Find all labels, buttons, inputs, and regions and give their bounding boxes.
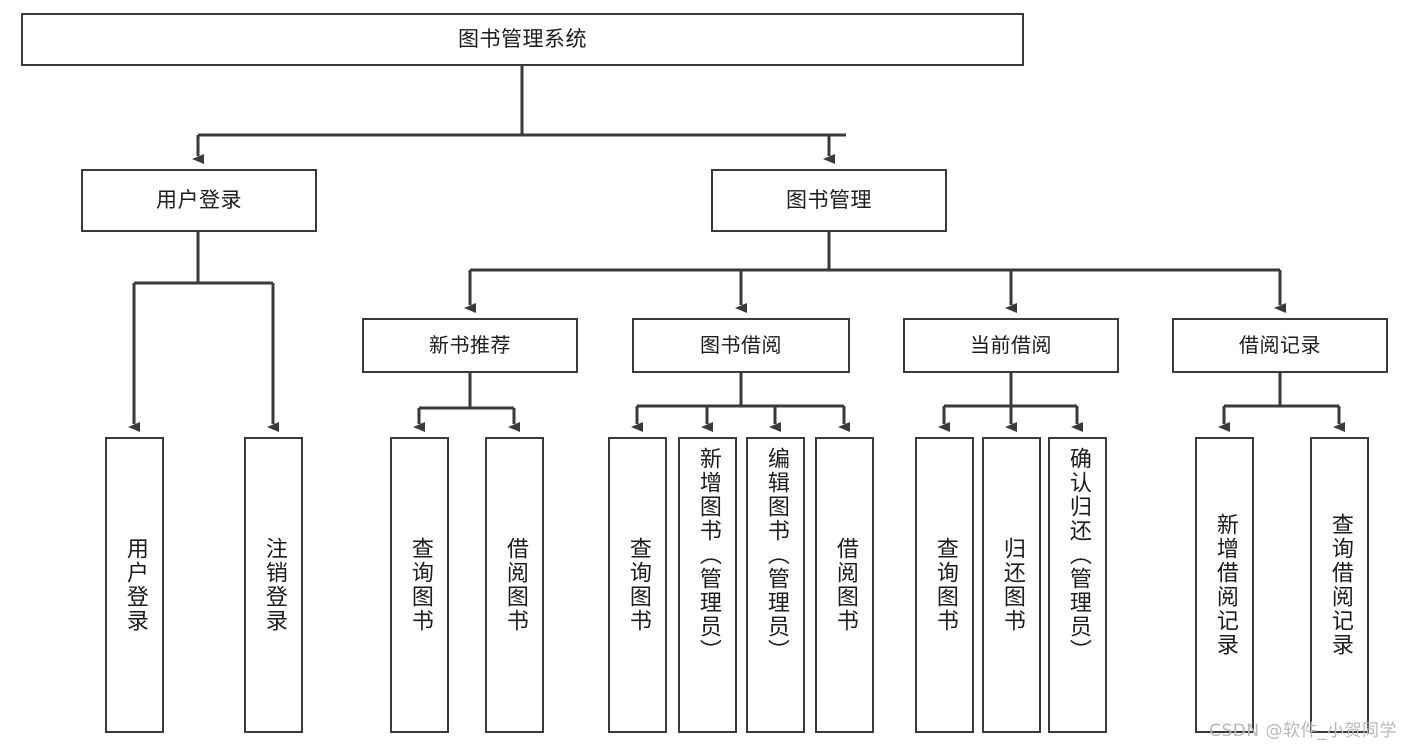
node-label: 归还图书 (999, 537, 1025, 633)
node-book-management[interactable]: 图书管理 (711, 169, 947, 232)
leaf-new-book-query[interactable]: 查询图书 (390, 437, 449, 733)
leaf-book-borrow-query[interactable]: 查询图书 (608, 437, 667, 733)
leaf-user-login-logout[interactable]: 注销登录 (244, 437, 303, 733)
node-label: 查询图书 (407, 537, 433, 633)
node-label: 新增借阅记录 (1212, 513, 1238, 657)
node-label: 借阅图书 (832, 537, 858, 633)
leaf-borrow-record-query[interactable]: 查询借阅记录 (1310, 437, 1369, 733)
node-label: 新增图书（管理员） (695, 447, 721, 663)
node-book-borrow[interactable]: 图书借阅 (632, 318, 850, 373)
node-label: 查询借阅记录 (1327, 513, 1353, 657)
node-user-login[interactable]: 用户登录 (81, 169, 317, 232)
leaf-book-borrow-edit[interactable]: 编辑图书（管理员） (746, 437, 805, 733)
leaf-current-borrow-query[interactable]: 查询图书 (915, 437, 974, 733)
node-label: 注销登录 (261, 537, 287, 633)
leaf-book-borrow-borrow[interactable]: 借阅图书 (815, 437, 874, 733)
node-new-book-recommend[interactable]: 新书推荐 (362, 318, 578, 373)
node-label: 借阅记录 (1239, 333, 1321, 357)
node-label: 用户登录 (122, 537, 148, 633)
node-label: 当前借阅 (970, 333, 1052, 357)
node-current-borrow[interactable]: 当前借阅 (903, 318, 1119, 373)
node-label: 图书管理 (786, 188, 872, 213)
csdn-watermark: CSDN @软件_小贺同学 (1209, 721, 1397, 741)
node-label: 用户登录 (156, 188, 242, 213)
leaf-user-login-login[interactable]: 用户登录 (105, 437, 164, 733)
node-label: 借阅图书 (502, 537, 528, 633)
node-label: 图书借阅 (700, 333, 782, 357)
node-label: 编辑图书（管理员） (763, 447, 789, 663)
node-label: 图书管理系统 (458, 27, 587, 52)
node-label: 确认归还（管理员） (1065, 447, 1091, 663)
leaf-current-borrow-return[interactable]: 归还图书 (982, 437, 1041, 733)
leaf-borrow-record-add[interactable]: 新增借阅记录 (1195, 437, 1254, 733)
leaf-new-book-borrow[interactable]: 借阅图书 (485, 437, 544, 733)
node-root-system[interactable]: 图书管理系统 (21, 13, 1024, 66)
node-borrow-record[interactable]: 借阅记录 (1172, 318, 1388, 373)
leaf-current-borrow-confirm-return[interactable]: 确认归还（管理员） (1048, 437, 1107, 733)
node-label: 查询图书 (932, 537, 958, 633)
node-label: 新书推荐 (429, 333, 511, 357)
node-label: 查询图书 (625, 537, 651, 633)
leaf-book-borrow-add[interactable]: 新增图书（管理员） (678, 437, 737, 733)
